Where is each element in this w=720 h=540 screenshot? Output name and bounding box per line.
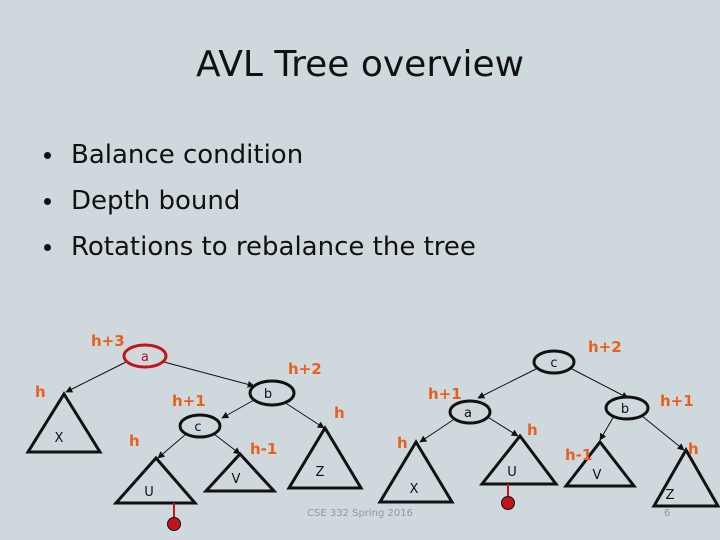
height-label-u: h <box>129 432 140 450</box>
edge-c-u <box>157 433 187 459</box>
edge-b-z2 <box>641 415 685 451</box>
bullet-text: Balance condition <box>71 140 304 170</box>
subtree-z2-label: Z <box>666 488 675 503</box>
subtree-x <box>25 391 103 454</box>
node-a-label: a <box>141 350 149 365</box>
height-label-c2: h+2 <box>588 338 622 356</box>
node-c2 <box>532 349 576 375</box>
edge-c-v <box>213 433 241 455</box>
subtree-z-label: Z <box>316 465 325 480</box>
subtree-z <box>286 425 364 490</box>
slide-title: AVL Tree overview <box>195 44 525 85</box>
node-b-label: b <box>264 387 272 402</box>
bullet-text: Depth bound <box>71 186 241 216</box>
page-number: 6 <box>664 508 671 519</box>
insertion-marker-2-icon <box>501 496 515 510</box>
edge-b-c <box>221 399 255 419</box>
height-label-z2: h <box>688 440 699 458</box>
node-b <box>248 379 296 407</box>
bullet-dot-icon <box>44 197 51 205</box>
node-c <box>178 413 222 439</box>
edge-c-a <box>477 367 539 399</box>
bullet-list: Balance condition Depth bound Rotations … <box>44 132 476 270</box>
subtree-u <box>112 455 199 505</box>
edge-a-x <box>65 361 127 393</box>
bullet-item: Depth bound <box>44 178 476 224</box>
slide-footer: CSE 332 Spring 2016 <box>307 508 413 519</box>
subtree-v-label: V <box>232 472 241 487</box>
height-label-u2: h <box>527 421 538 439</box>
edge-b-v <box>599 415 615 441</box>
subtree-z2 <box>651 446 720 508</box>
height-label-x: h <box>35 383 46 401</box>
edge-a-u <box>485 415 519 437</box>
subtree-x2-label: X <box>410 482 419 497</box>
subtree-u2 <box>478 433 559 486</box>
subtree-v <box>202 451 278 493</box>
right-tree: c a b X U V Z h+2 h+1 h+1 h h h-1 h <box>377 338 720 510</box>
height-label-a: h+3 <box>91 332 125 350</box>
height-label-a2: h+1 <box>428 385 462 403</box>
node-b2-label: b <box>621 402 629 417</box>
subtree-u-label: U <box>144 485 154 500</box>
bullet-dot-icon <box>44 151 51 159</box>
bullet-item: Balance condition <box>44 132 476 178</box>
edge-a-x2 <box>419 417 457 443</box>
node-c-label: c <box>194 420 201 435</box>
bullet-item: Rotations to rebalance the tree <box>44 224 476 270</box>
edge-b-z <box>283 401 325 429</box>
edge-c-b <box>569 367 629 399</box>
edge-a-b <box>163 361 255 388</box>
node-a <box>122 343 168 369</box>
subtree-u2-label: U <box>507 465 517 480</box>
height-label-x2: h <box>397 434 408 452</box>
height-label-z: h <box>334 404 345 422</box>
height-label-c: h+1 <box>172 392 206 410</box>
height-label-v: h-1 <box>250 440 277 458</box>
subtree-x-label: X <box>55 431 64 446</box>
subtree-v2 <box>562 439 638 488</box>
node-a2-label: a <box>464 406 472 421</box>
insertion-marker-icon <box>167 517 181 531</box>
avl-rotation-diagram: a b c X Z U V h+3 h h+2 h+1 h h h-1 <box>25 332 720 531</box>
node-a2 <box>448 399 492 425</box>
bullet-dot-icon <box>44 243 51 251</box>
height-label-b2: h+1 <box>660 392 694 410</box>
height-label-v2: h-1 <box>565 446 592 464</box>
subtree-x2 <box>377 439 455 504</box>
node-b2 <box>604 395 650 421</box>
subtree-v2-label: V <box>593 468 602 483</box>
height-label-b: h+2 <box>288 360 322 378</box>
node-c2-label: c <box>550 356 557 371</box>
left-tree: a b c X Z U V h+3 h h+2 h+1 h h h-1 <box>25 332 364 531</box>
bullet-text: Rotations to rebalance the tree <box>71 232 476 262</box>
